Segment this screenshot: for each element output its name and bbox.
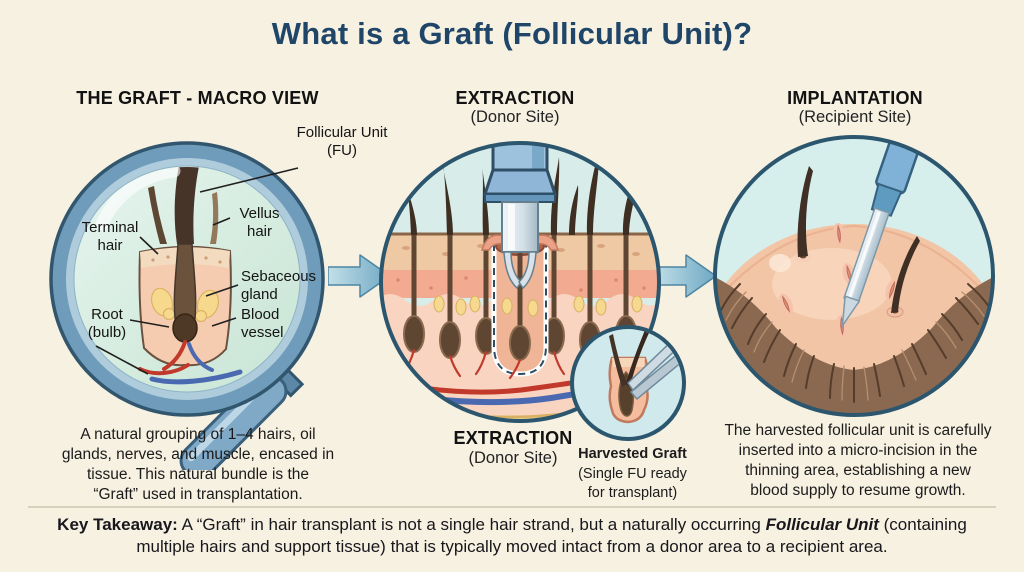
extraction-subheading: (Donor Site) [470, 108, 560, 126]
implantation-caption: The harvested follicular unit is careful… [724, 422, 992, 500]
harvested-graft-label: Harvested Graft (Single FU ready for tra… [560, 444, 705, 502]
label-root-bulb: Root (bulb) [87, 306, 127, 341]
vellus-hair-shape [210, 192, 219, 244]
extraction-bottom-heading: EXTRACTION [453, 428, 573, 448]
extraction-heading: EXTRACTION [455, 88, 575, 108]
label-sebaceous-gland: Sebaceous gland [241, 268, 317, 303]
follicular-unit-drawing [95, 167, 243, 385]
implantation-subheading: (Recipient Site) [798, 108, 912, 126]
macro-caption: A natural grouping of 1–4 hairs, oil gla… [61, 426, 335, 504]
takeaway-label: Key Takeaway: [57, 515, 178, 534]
divider-line [28, 506, 996, 508]
harvested-graft-label-rest: (Single FU ready for transplant) [578, 465, 687, 501]
implantation-illustration [713, 135, 995, 417]
terminal-hair-shape [174, 167, 201, 244]
takeaway-highlight: Follicular Unit [765, 515, 879, 534]
key-takeaway: Key Takeaway: A “Graft” in hair transpla… [32, 514, 992, 559]
leader-lines [95, 167, 299, 375]
takeaway-text-1: A “Graft” in hair transplant is not a si… [177, 515, 766, 534]
implanted-hairs [795, 166, 920, 318]
extraction-bottom-subheading: (Donor Site) [468, 449, 558, 467]
label-vellus-hair: Vellus hair [239, 205, 280, 240]
implanter-pen-icon [841, 138, 929, 329]
harvested-graft-label-bold: Harvested Graft [578, 446, 687, 462]
harvested-graft-inset [570, 325, 686, 441]
hair-fringe [716, 272, 992, 414]
macro-heading: THE GRAFT - MACRO VIEW [76, 88, 319, 108]
punch-tool-icon [482, 144, 558, 290]
label-blood-vessel: Blood vessel [241, 306, 284, 341]
label-follicular-unit: Follicular Unit (FU) [296, 124, 388, 159]
extraction-plug [480, 234, 560, 380]
takeaway-text-2: (containing multiple hairs and support t… [136, 515, 967, 557]
magnifier-illustration [49, 141, 325, 470]
implantation-heading: IMPLANTATION [787, 88, 923, 108]
page-title: What is a Graft (Follicular Unit)? [271, 16, 753, 51]
label-terminal-hair: Terminal hair [81, 219, 139, 254]
arrow-right-icon [328, 254, 391, 298]
